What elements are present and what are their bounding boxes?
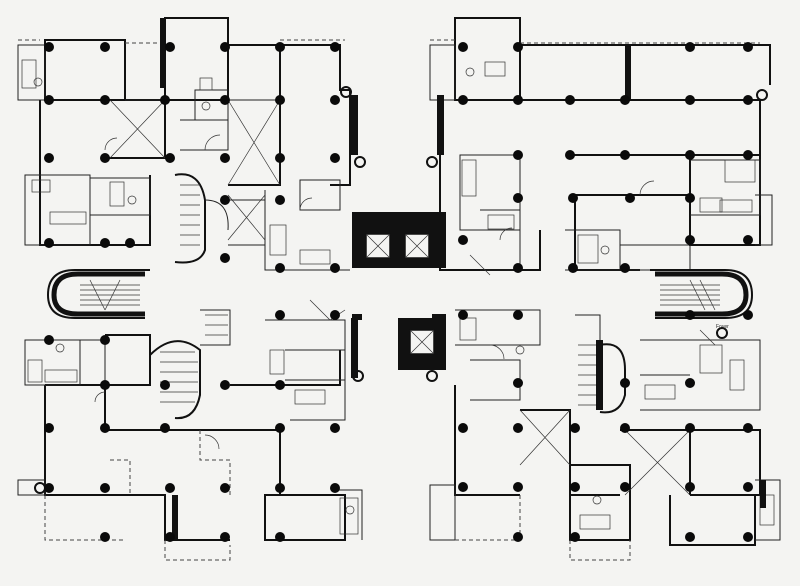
structural-column-grid [44,42,753,542]
central-core [352,212,446,370]
room-label-foyer: Foyer [716,324,729,330]
egress-stair-west [46,269,150,319]
unit-upper-left [17,17,366,271]
egress-stair-east [650,269,754,319]
